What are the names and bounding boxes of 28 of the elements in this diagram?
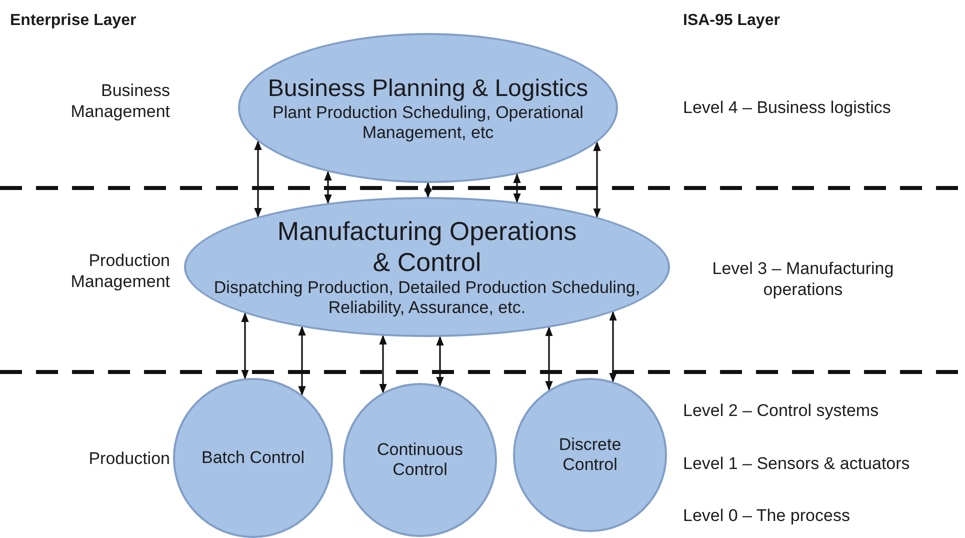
double-arrow xyxy=(379,334,387,394)
column-heading: Enterprise Layer xyxy=(10,11,138,31)
node-description: Dispatching Production, Detailed Production Scheduling, Reliability, Assurance, etc. xyxy=(212,278,642,318)
level-label: Level 4 – Business logistics xyxy=(683,97,892,118)
level-label: Level 2 – Control systems xyxy=(683,400,880,421)
column-heading: ISA-95 Layer xyxy=(683,11,781,31)
node-title: Discrete Control xyxy=(558,435,622,475)
layer-label: Business Management xyxy=(70,80,170,122)
double-arrow xyxy=(545,326,553,391)
double-arrow xyxy=(324,170,332,204)
node-title: Manufacturing Operations & Control xyxy=(277,216,577,278)
layer-label: Production xyxy=(88,448,170,469)
double-arrow xyxy=(241,312,249,380)
double-arrow xyxy=(593,141,601,218)
layer-label: Production Management xyxy=(70,250,170,292)
double-arrow xyxy=(513,173,521,203)
level-label: Level 0 – The process xyxy=(683,505,851,526)
node-description: Plant Production Scheduling, Operational Management, etc xyxy=(272,102,584,142)
node-title: Continuous Control xyxy=(376,440,464,480)
node-title: Batch Control xyxy=(200,448,306,468)
level-label: Level 3 – Manufacturing operations xyxy=(711,258,895,300)
double-arrow xyxy=(298,326,306,396)
double-arrow xyxy=(436,336,444,387)
level-label: Level 1 – Sensors & actuators xyxy=(683,453,911,474)
double-arrow xyxy=(254,140,262,218)
double-arrow xyxy=(424,182,432,198)
double-arrow xyxy=(609,311,617,382)
node-title: Business Planning & Logistics xyxy=(266,74,590,102)
